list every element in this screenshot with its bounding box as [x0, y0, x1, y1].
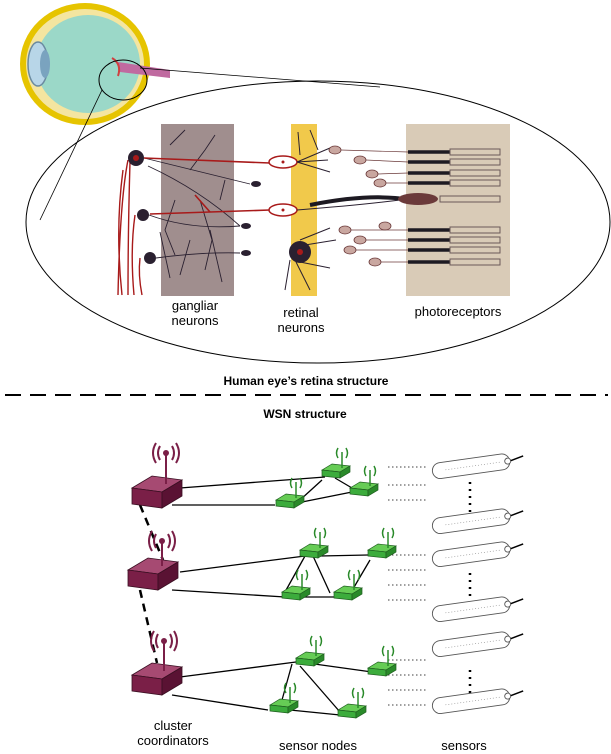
sensor-node [296, 636, 324, 666]
sensor-thermometer [431, 506, 524, 535]
sensor-node [270, 683, 298, 713]
sensor-thermometer [431, 686, 524, 715]
coordinator-node [128, 531, 178, 590]
sensor-node [282, 570, 310, 600]
wsn-title: WSN structure [230, 407, 380, 422]
sensor-node [334, 570, 362, 600]
sensor-node [368, 646, 396, 676]
label-sensors: sensors [424, 738, 504, 753]
photoreceptor-panel [406, 124, 510, 296]
eye-illustration [23, 6, 170, 122]
sensor-node [368, 528, 396, 558]
sensor-node [276, 478, 304, 508]
central-cone [398, 193, 438, 205]
sensor-node [350, 466, 378, 496]
label-photoreceptors: photoreceptors [400, 304, 516, 319]
ganglion-axons [118, 160, 142, 295]
sensor-node [300, 528, 328, 558]
label-retinal-neurons: retinal neurons [266, 305, 336, 335]
label-cluster-coordinators: cluster coordinators [128, 718, 218, 748]
label-gangliar-neurons: gangliar neurons [160, 298, 230, 328]
label-sensor-nodes: sensor nodes [268, 738, 368, 753]
coordinator-node [132, 443, 182, 508]
sensor-group [431, 451, 524, 715]
sensor-thermometer [431, 539, 524, 568]
sensor-node [322, 448, 350, 478]
sensor-thermometer [431, 629, 524, 658]
sensor-thermometer [431, 594, 524, 623]
retina-caption: Human eye’s retina structure [180, 374, 432, 389]
sensor-node [338, 688, 366, 718]
sensor-thermometer [431, 451, 524, 480]
